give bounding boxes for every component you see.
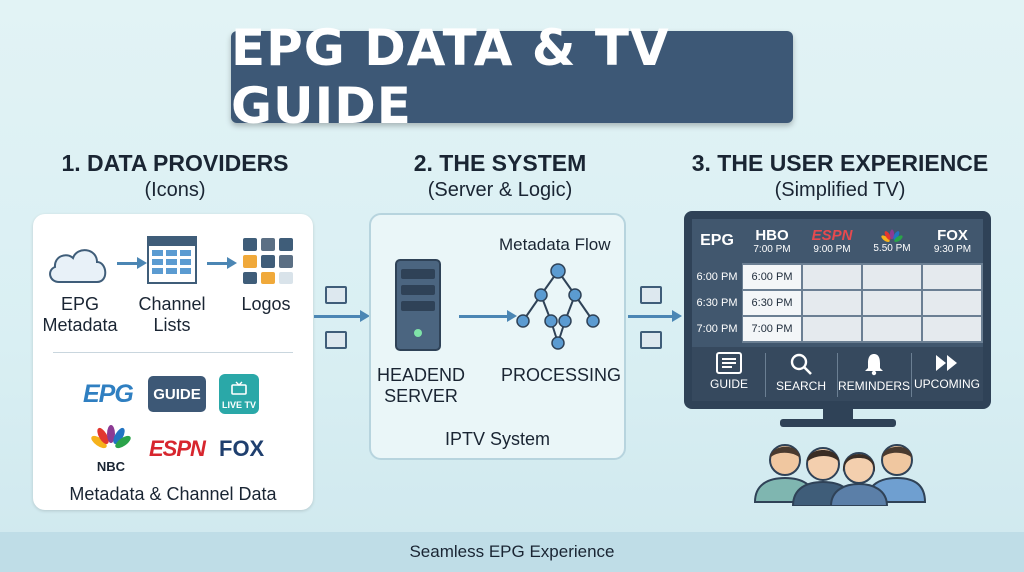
- search-icon: [790, 353, 812, 375]
- upcoming-button[interactable]: UPCOMING: [912, 352, 982, 391]
- channel-header-espn[interactable]: ESPN 9:00 PM: [811, 227, 853, 255]
- peacock-icon: [881, 229, 903, 242]
- providers-caption: Metadata & Channel Data: [69, 484, 277, 504]
- program-cell[interactable]: 7:00 PM: [743, 317, 801, 341]
- channel-header-fox[interactable]: FOX 9:30 PM: [933, 227, 972, 255]
- button-divider: [911, 353, 912, 397]
- network-icon: [516, 263, 600, 350]
- processing-label: PROCESSING: [501, 365, 622, 385]
- peacock-icon: [91, 425, 131, 449]
- time-slot: 6:30 PM: [696, 297, 738, 309]
- nbc-logo: NBC: [91, 424, 131, 474]
- title-banner: EPG DATA & TV GUIDE: [231, 19, 793, 135]
- channel-header-hbo[interactable]: HBO 7:00 PM: [753, 227, 791, 255]
- data-packet-icon: [640, 286, 662, 304]
- footer-text: Seamless EPG Experience: [409, 542, 615, 561]
- flow-arrow: [314, 310, 370, 322]
- program-cell[interactable]: 6:00 PM: [743, 265, 801, 289]
- provider-label-logos: Logos: [241, 294, 291, 314]
- viewers-icon: [753, 444, 927, 506]
- program-cell[interactable]: [923, 265, 981, 289]
- grid-table-icon: [147, 236, 197, 284]
- metadata-flow-label: Metadata Flow: [499, 235, 611, 254]
- video-packet-icon: [640, 331, 662, 349]
- fast-forward-icon: [936, 355, 957, 371]
- tv-set: EPG HBO 7:00 PM ESPN 9:00 PM 5.50 PM FOX…: [684, 211, 991, 409]
- data-packet-icon: [325, 286, 347, 304]
- flow-arrow: [459, 310, 517, 322]
- server-icon: [395, 259, 441, 351]
- fox-logo: FOX: [219, 436, 265, 461]
- flow-arrow: [628, 310, 682, 322]
- espn-logo: ESPN: [149, 436, 206, 461]
- cloud-icon: [49, 249, 107, 283]
- tiles-icon: [243, 238, 293, 284]
- program-cell[interactable]: [803, 265, 861, 289]
- search-button[interactable]: SEARCH: [768, 352, 834, 393]
- section-subtitle-user: (Simplified TV): [774, 179, 906, 201]
- guide-button[interactable]: GUIDE: [696, 352, 762, 391]
- livetv-logo: LIVE TV: [219, 374, 259, 414]
- tv-stand-neck: [823, 409, 853, 421]
- time-slot: 7:00 PM: [696, 323, 738, 335]
- program-cell[interactable]: [803, 291, 861, 315]
- program-cell[interactable]: [863, 265, 921, 289]
- program-cell[interactable]: [863, 317, 921, 341]
- reminders-button[interactable]: REMINDERS: [838, 352, 910, 393]
- program-cell[interactable]: [863, 291, 921, 315]
- button-divider: [765, 353, 766, 397]
- video-packet-icon: [325, 331, 347, 349]
- page-title: EPG DATA & TV GUIDE: [231, 19, 670, 135]
- program-grid: 6:00 PM 6:30 PM 7:00 PM: [742, 263, 983, 343]
- section-title-providers: 1. DATA PROVIDERS: [61, 150, 289, 176]
- channel-header-nbc[interactable]: 5.50 PM: [862, 219, 922, 263]
- bell-icon: [865, 354, 883, 376]
- tv-icon: [231, 381, 247, 395]
- epg-logo: EPG: [83, 380, 134, 408]
- button-divider: [837, 353, 838, 397]
- program-cell[interactable]: 6:30 PM: [743, 291, 801, 315]
- flow-arrow: [117, 257, 147, 269]
- section-title-user: 3. THE USER EXPERIENCE: [691, 150, 989, 176]
- program-cell[interactable]: [923, 291, 981, 315]
- time-slot: 6:00 PM: [696, 271, 738, 283]
- tv-corner-label: EPG: [700, 232, 734, 249]
- section-subtitle-providers: (Icons): [144, 179, 206, 201]
- footer-bar: Seamless EPG Experience: [0, 532, 1024, 572]
- flow-arrow: [207, 257, 237, 269]
- guide-logo: GUIDE: [148, 376, 206, 412]
- list-icon: [716, 352, 742, 374]
- iptv-caption: IPTV System: [444, 429, 551, 449]
- program-cell[interactable]: [803, 317, 861, 341]
- tv-stand-base: [780, 419, 896, 427]
- program-cell[interactable]: [923, 317, 981, 341]
- tv-screen: EPG HBO 7:00 PM ESPN 9:00 PM 5.50 PM FOX…: [692, 219, 983, 401]
- section-title-system: 2. THE SYSTEM: [413, 150, 587, 176]
- section-subtitle-system: (Server & Logic): [427, 179, 573, 201]
- divider: [53, 352, 293, 353]
